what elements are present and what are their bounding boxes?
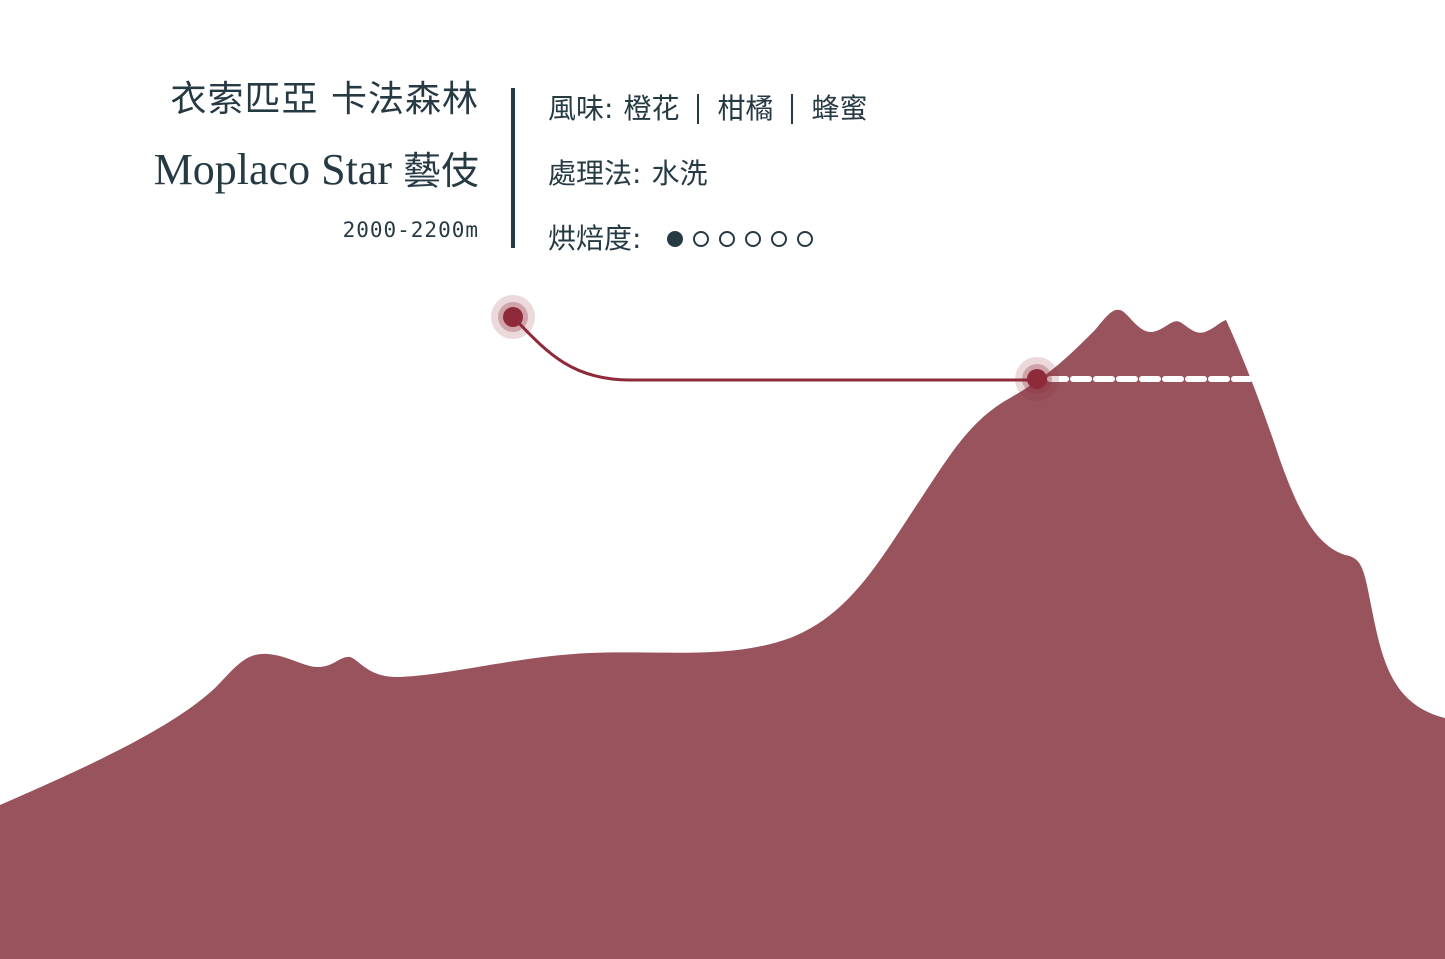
mountain-range bbox=[0, 309, 1445, 959]
roast-dot-empty-icon bbox=[719, 230, 736, 247]
flavor-note: 蜂蜜 bbox=[811, 91, 868, 125]
roast-dot-empty-icon bbox=[771, 230, 788, 247]
vertical-divider bbox=[511, 88, 515, 248]
roast-row: 烘焙度: bbox=[548, 206, 867, 271]
roast-dot-empty-icon bbox=[745, 230, 762, 247]
product-name: Moplaco Star 藝伎 bbox=[154, 140, 479, 201]
roast-dot-empty-icon bbox=[693, 230, 710, 247]
roast-dot-filled-icon bbox=[667, 230, 684, 247]
process-row: 處理法: 水洗 bbox=[548, 141, 867, 206]
roast-level-indicator bbox=[667, 230, 823, 247]
flavor-label: 風味: bbox=[548, 91, 614, 125]
process-label: 處理法: bbox=[548, 156, 642, 190]
altitude-marker-dot bbox=[1027, 369, 1047, 389]
altitude-label: 2000-2200m bbox=[342, 218, 479, 242]
flavor-note: 橙花 bbox=[623, 91, 680, 125]
flavor-row: 風味: 橙花 柑橘 蜂蜜 bbox=[548, 76, 867, 141]
flavor-note: 柑橘 bbox=[717, 91, 774, 125]
roast-label: 烘焙度: bbox=[548, 221, 642, 255]
connector-line bbox=[511, 315, 1037, 382]
product-name-en: Moplaco Star bbox=[153, 145, 392, 194]
process-value: 水洗 bbox=[651, 156, 708, 190]
flavor-separator bbox=[697, 93, 700, 124]
product-title-block: 衣索匹亞 卡法森林 Moplaco Star 藝伎 2000-2200m bbox=[154, 74, 479, 245]
details-block: 風味: 橙花 柑橘 蜂蜜 處理法: 水洗 烘焙度: bbox=[548, 76, 867, 271]
flavor-separator bbox=[791, 93, 794, 124]
product-name-zh: 藝伎 bbox=[402, 149, 479, 193]
origin-title: 衣索匹亞 卡法森林 bbox=[170, 79, 479, 120]
roast-dot-empty-icon bbox=[797, 230, 814, 247]
